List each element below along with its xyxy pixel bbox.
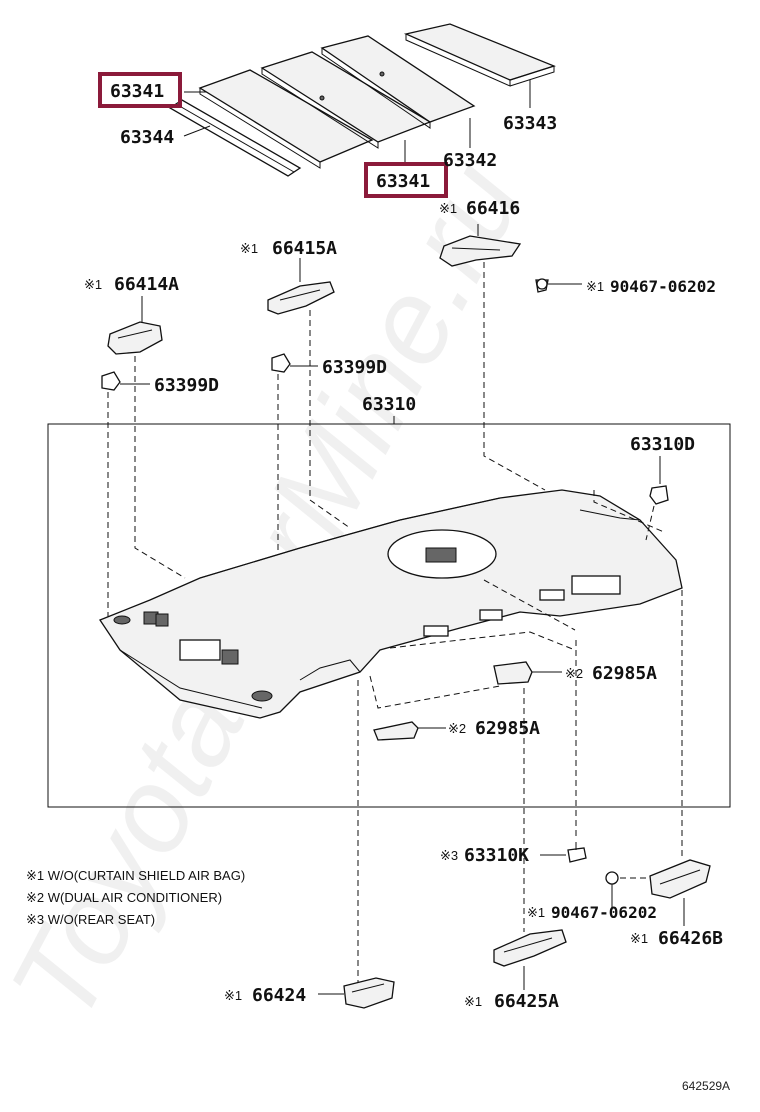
clip-63399D-right[interactable] — [271, 353, 291, 373]
label-62985A-lower[interactable]: 62985A — [475, 718, 540, 739]
figure-code: 642529A — [682, 1079, 730, 1093]
label-66424[interactable]: 66424 — [252, 985, 306, 1006]
bracket-66424[interactable] — [343, 977, 395, 1009]
mark-1-66425A: ※1 — [464, 994, 482, 1009]
label-63399D-right[interactable]: 63399D — [322, 357, 387, 378]
mark-1-66424: ※1 — [224, 988, 242, 1003]
bracket-66414A[interactable] — [107, 321, 163, 355]
label-66414A[interactable]: 66414A — [114, 274, 179, 295]
mark-1-66415A: ※1 — [240, 241, 258, 256]
roof-pad-63341-rear[interactable] — [260, 51, 432, 149]
label-90467-upper[interactable]: 90467-06202 — [610, 277, 716, 296]
mark-1-90467-lower: ※1 — [527, 905, 545, 920]
roof-pad-63341-front[interactable] — [198, 69, 374, 169]
clip-90467-upper[interactable] — [535, 278, 549, 293]
label-63310D[interactable]: 63310D — [630, 434, 695, 455]
note-2: ※2 W(DUAL AIR CONDITIONER) — [26, 890, 222, 905]
mark-1-66426B: ※1 — [630, 931, 648, 946]
label-63344[interactable]: 63344 — [120, 127, 174, 148]
label-63310[interactable]: 63310 — [362, 394, 416, 415]
label-63310K[interactable]: 63310K — [464, 845, 529, 866]
headliner-63310[interactable] — [99, 489, 683, 719]
mark-1-66414A: ※1 — [84, 277, 102, 292]
bracket-66426B[interactable] — [649, 859, 711, 899]
label-63341-front[interactable]: 63341 — [110, 81, 164, 102]
label-66426B[interactable]: 66426B — [658, 928, 723, 949]
label-66425A[interactable]: 66425A — [494, 991, 559, 1012]
clip-63399D-left[interactable] — [101, 371, 121, 391]
highlight-box-63341-rear — [364, 162, 448, 198]
mark-3-63310K: ※3 — [440, 848, 458, 863]
clip-63310K[interactable] — [567, 842, 587, 863]
mark-1-90467-upper: ※1 — [586, 279, 604, 294]
mark-2-62985A-lower: ※2 — [448, 721, 466, 736]
highlight-box-63341-front — [98, 72, 182, 108]
clip-62985A-lower[interactable] — [373, 721, 419, 741]
bracket-66416[interactable] — [439, 235, 522, 267]
clip-63310D[interactable] — [649, 485, 669, 505]
label-63343[interactable]: 63343 — [503, 113, 557, 134]
roof-pad-63343[interactable] — [403, 23, 556, 87]
note-1: ※1 W/O(CURTAIN SHIELD AIR BAG) — [26, 868, 245, 883]
mark-1-66416: ※1 — [439, 201, 457, 216]
label-90467-lower[interactable]: 90467-06202 — [551, 903, 657, 922]
label-66416[interactable]: 66416 — [466, 198, 520, 219]
mark-2-62985A-upper: ※2 — [565, 666, 583, 681]
headliner-frame — [47, 423, 731, 808]
label-62985A-upper[interactable]: 62985A — [592, 663, 657, 684]
bracket-66425A[interactable] — [493, 929, 567, 967]
bracket-66415A[interactable] — [267, 281, 335, 315]
clip-62985A-upper[interactable] — [493, 661, 533, 685]
label-63341-rear[interactable]: 63341 — [376, 171, 430, 192]
note-3: ※3 W/O(REAR SEAT) — [26, 912, 155, 927]
label-63399D-left[interactable]: 63399D — [154, 375, 219, 396]
clip-90467-lower[interactable] — [605, 871, 619, 904]
label-66415A[interactable]: 66415A — [272, 238, 337, 259]
label-63342[interactable]: 63342 — [443, 150, 497, 171]
roof-pad-63342[interactable] — [320, 35, 476, 129]
